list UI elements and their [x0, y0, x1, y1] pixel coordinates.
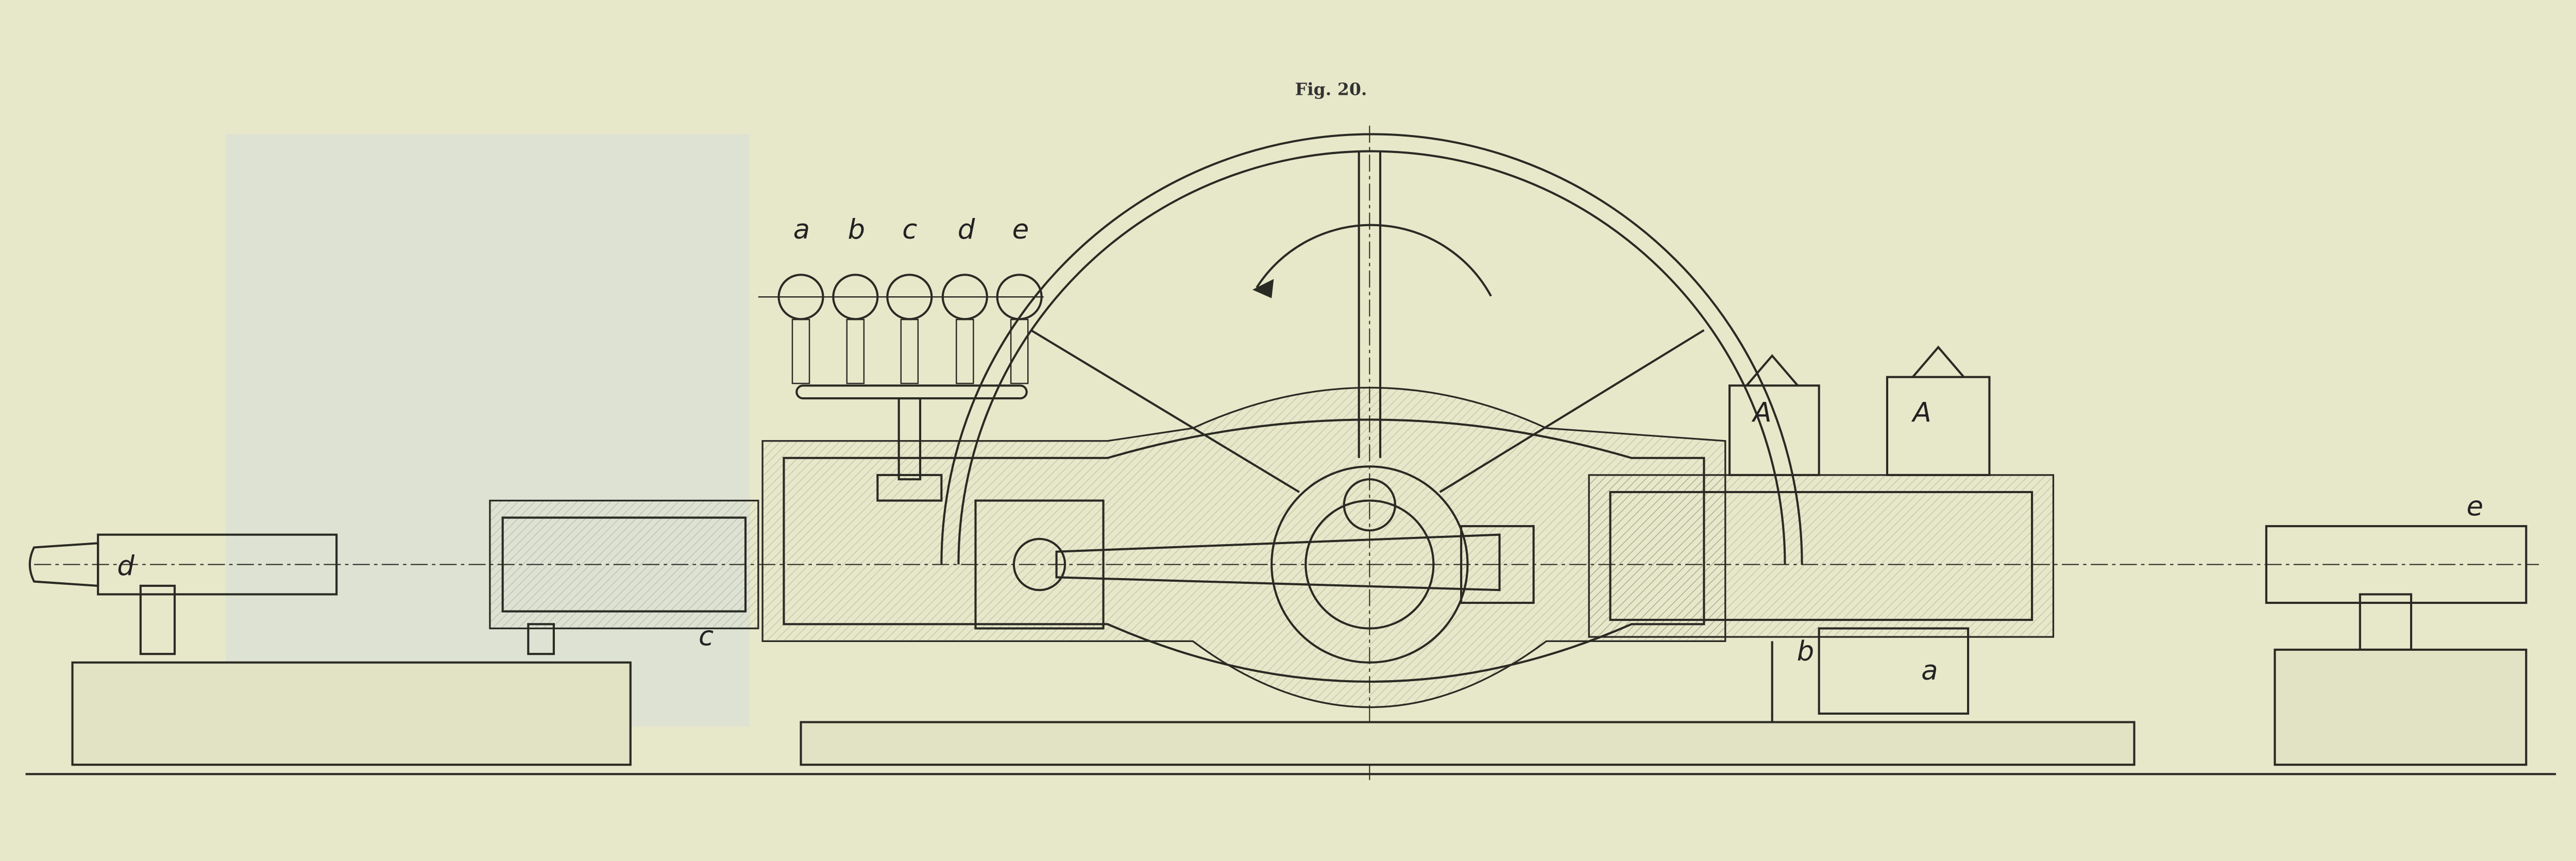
figure-title: Fig. 20. — [1295, 79, 1367, 99]
gauge-label-d: d — [958, 214, 975, 245]
gauge-c — [886, 274, 933, 384]
right-cylinder — [1588, 345, 2528, 739]
label-b: b — [1797, 636, 1815, 667]
engine-frame — [761, 386, 1726, 708]
label-e: e — [2466, 491, 2483, 522]
gauge-b — [832, 274, 879, 384]
label-A-left: A — [1752, 397, 1772, 429]
label-c: c — [699, 621, 714, 652]
right-foundation — [2274, 648, 2528, 766]
gauge-d — [941, 274, 988, 384]
gauge-label-b: b — [848, 214, 865, 245]
label-d: d — [117, 550, 134, 582]
rotation-arrow-icon — [1256, 224, 1492, 297]
left-panel-tint — [226, 134, 750, 727]
center-foundation — [800, 721, 2136, 766]
left-foundation — [71, 661, 632, 766]
gauge-e — [996, 274, 1043, 384]
gauge-a — [777, 274, 824, 384]
gauge-label-a: a — [793, 214, 810, 245]
left-cylinder — [28, 499, 759, 655]
gauge-label-c: c — [902, 214, 917, 245]
label-a: a — [1921, 655, 1938, 686]
gauge-label-e: e — [1012, 214, 1029, 245]
label-A-right: A — [1911, 397, 1931, 429]
